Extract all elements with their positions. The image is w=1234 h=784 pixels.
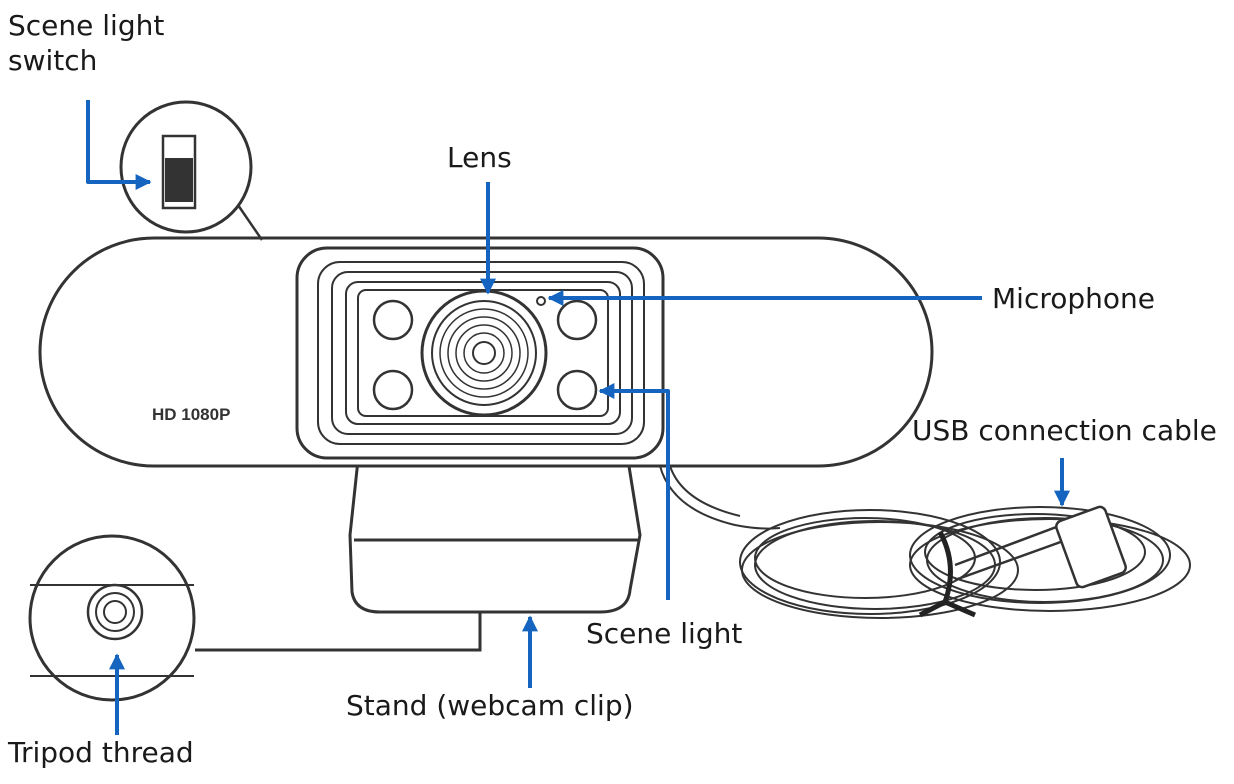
scene-lights (372, 299, 598, 411)
arrow-icon (598, 383, 670, 600)
label-lens: Lens (447, 141, 512, 174)
arrow-icon (86, 100, 152, 190)
scene-light-led (556, 299, 598, 341)
stand (195, 458, 642, 652)
switch-callout (119, 100, 264, 241)
label-scene-light: Scene light (586, 617, 743, 650)
microphone-hole (536, 296, 546, 306)
callout-arrows (86, 100, 1070, 735)
scene-light-led (372, 369, 414, 411)
model-print: HD 1080P (152, 405, 230, 424)
label-stand: Stand (webcam clip) (346, 689, 634, 722)
lens (420, 289, 548, 417)
scene-light-led (372, 299, 414, 341)
label-usb-connection-cable: USB connection cable (912, 414, 1217, 447)
label-scene-light-switch: Scene light switch (8, 9, 165, 77)
scene-light-switch (165, 158, 193, 202)
scene-light-led (556, 369, 598, 411)
usb-plug (1055, 505, 1127, 589)
usb-cable (659, 465, 1191, 619)
label-microphone: Microphone (992, 282, 1155, 315)
tripod-callout (28, 534, 196, 702)
label-tripod-thread: Tripod thread (8, 736, 194, 769)
